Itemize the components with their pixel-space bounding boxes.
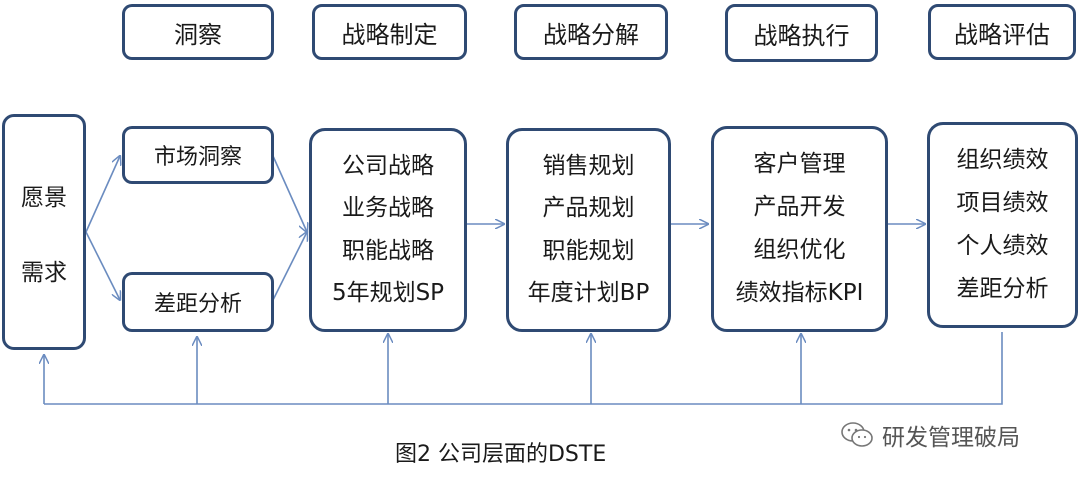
header-decomposition-label: 战略分解 bbox=[543, 20, 639, 49]
vision-label: 愿景 bbox=[21, 184, 67, 211]
formulation-item: 5年规划SP bbox=[331, 280, 445, 307]
header-execution: 战略执行 bbox=[725, 4, 878, 62]
evaluation-item: 项目绩效 bbox=[956, 190, 1049, 216]
decomposition-item: 年度计划BP bbox=[527, 280, 650, 307]
execution-item: 绩效指标KPI bbox=[735, 280, 864, 306]
market-insight-box: 市场洞察 bbox=[122, 126, 274, 184]
decomposition-item: 职能规划 bbox=[542, 237, 635, 264]
formulation-box: 公司战略 业务战略 职能战略 5年规划SP bbox=[309, 128, 467, 332]
decomposition-item: 销售规划 bbox=[542, 152, 635, 179]
evaluation-item: 组织绩效 bbox=[956, 147, 1049, 173]
execution-item: 客户管理 bbox=[753, 151, 846, 177]
watermark-text: 研发管理破局 bbox=[882, 425, 1020, 451]
formulation-item: 职能战略 bbox=[342, 237, 434, 264]
demand-label: 需求 bbox=[21, 259, 67, 286]
header-formulation: 战略制定 bbox=[312, 4, 467, 60]
evaluation-item: 差距分析 bbox=[956, 276, 1049, 302]
evaluation-item: 个人绩效 bbox=[956, 233, 1049, 259]
watermark: 研发管理破局 bbox=[840, 418, 1020, 452]
gap-analysis-box: 差距分析 bbox=[122, 272, 274, 332]
header-execution-label: 战略执行 bbox=[753, 21, 850, 50]
header-insight-label: 洞察 bbox=[174, 20, 222, 49]
wechat-icon bbox=[841, 422, 873, 447]
execution-box: 客户管理 产品开发 组织优化 绩效指标KPI bbox=[711, 126, 888, 332]
header-decomposition: 战略分解 bbox=[514, 4, 668, 60]
formulation-item: 公司战略 bbox=[342, 152, 434, 179]
evaluation-box: 组织绩效 项目绩效 个人绩效 差距分析 bbox=[927, 122, 1078, 328]
execution-item: 组织优化 bbox=[753, 237, 846, 263]
header-formulation-label: 战略制定 bbox=[341, 20, 438, 49]
header-evaluation-label: 战略评估 bbox=[954, 20, 1050, 49]
decomposition-box: 销售规划 产品规划 职能规划 年度计划BP bbox=[506, 128, 671, 332]
execution-item: 产品开发 bbox=[753, 194, 846, 220]
gap-analysis-label: 差距分析 bbox=[153, 292, 242, 317]
decomposition-item: 产品规划 bbox=[542, 195, 635, 222]
header-evaluation: 战略评估 bbox=[928, 4, 1076, 60]
vision-box: 愿景 需求 bbox=[2, 114, 86, 350]
market-insight-label: 市场洞察 bbox=[153, 145, 242, 170]
header-insight: 洞察 bbox=[122, 4, 274, 60]
figure-caption: 图2 公司层面的DSTE bbox=[395, 442, 607, 467]
formulation-item: 业务战略 bbox=[342, 195, 434, 222]
